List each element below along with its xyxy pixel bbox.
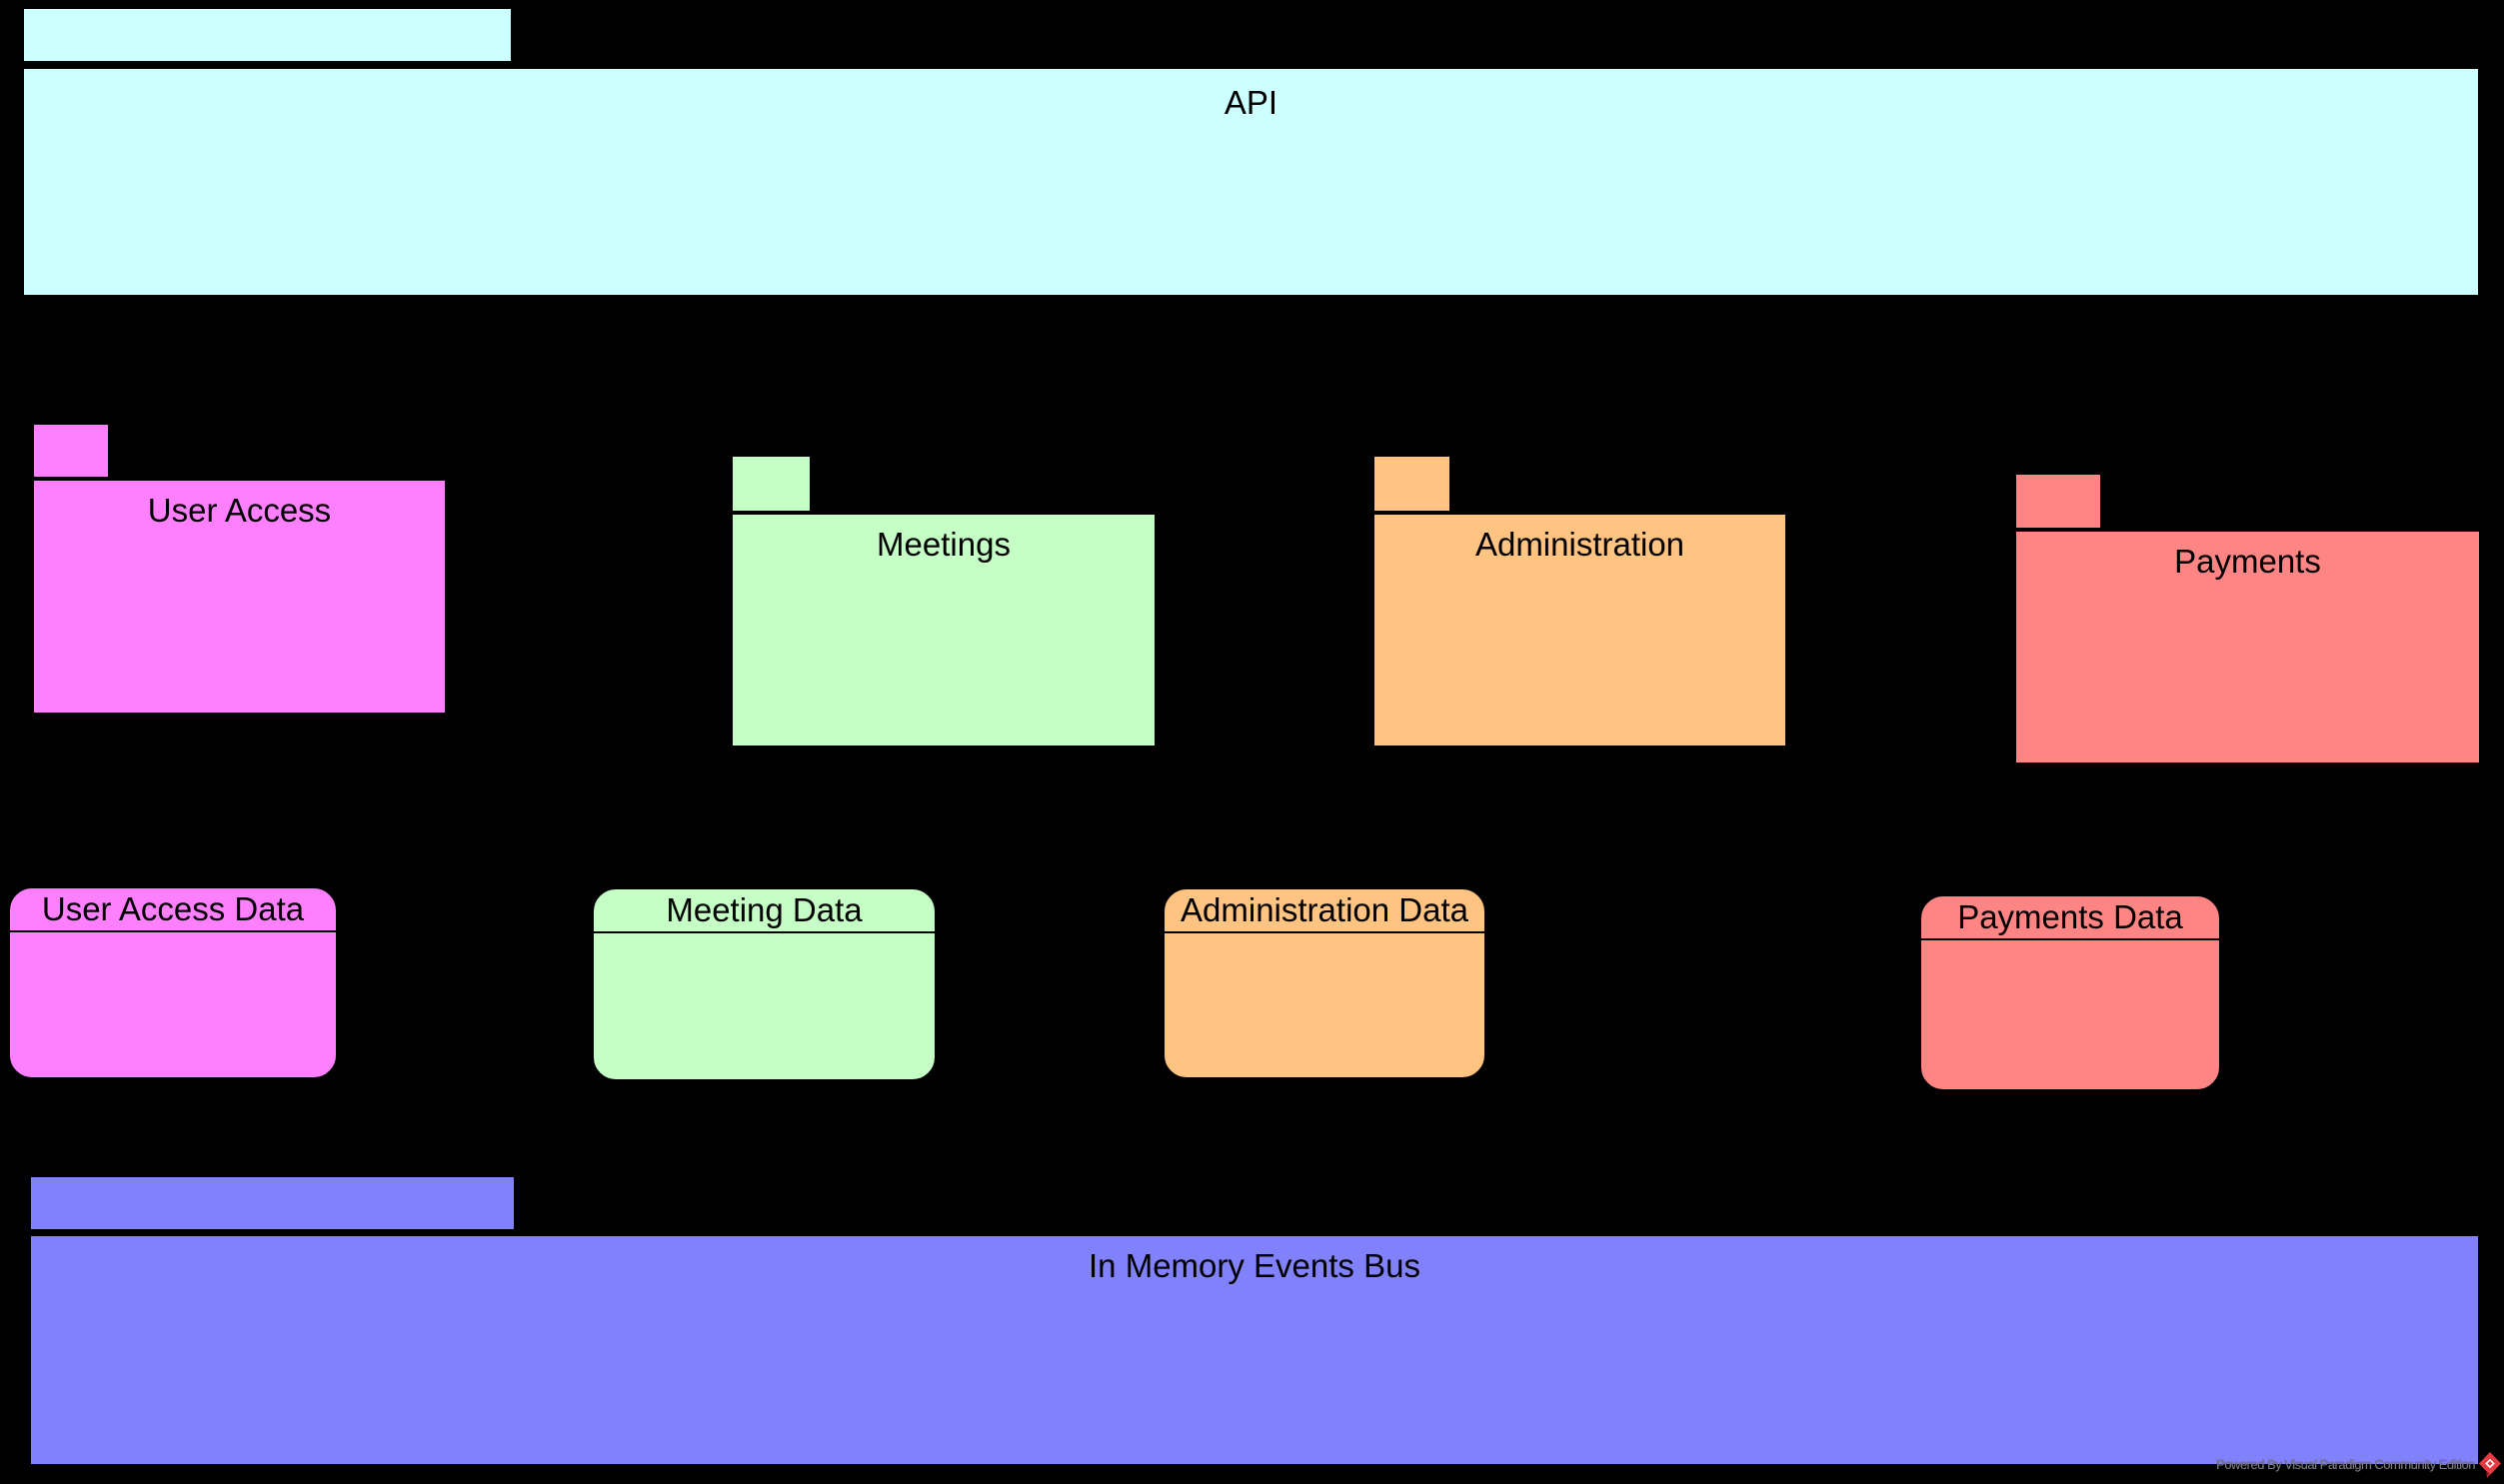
package-payments-label: Payments <box>2174 543 2321 580</box>
frame-payments-data: Payments Data <box>1919 894 2221 1091</box>
watermark-text: Powered By Visual Paradigm Community Edi… <box>2216 1457 2475 1472</box>
package-administration-tab <box>1372 455 1451 513</box>
frame-meeting-data: Meeting Data <box>592 887 937 1081</box>
frame-meeting-data-title: Meeting Data <box>594 889 935 933</box>
frame-user-access-data: User Access Data <box>8 886 338 1079</box>
package-events-bus-label: In Memory Events Bus <box>1089 1247 1420 1284</box>
package-meetings: Meetings <box>731 513 1157 747</box>
package-administration-label: Administration <box>1474 526 1685 563</box>
package-payments: Payments <box>2014 530 2481 764</box>
package-user-access: User Access <box>32 479 447 715</box>
frame-payments-data-title: Payments Data <box>1921 896 2219 940</box>
package-api-label: API <box>1224 84 1278 121</box>
frame-administration-data-title: Administration Data <box>1165 889 1484 933</box>
package-api-tab <box>22 7 513 63</box>
package-events-bus-tab <box>29 1175 516 1231</box>
package-meetings-label: Meetings <box>877 526 1011 563</box>
package-events-bus: In Memory Events Bus <box>29 1234 2480 1466</box>
package-administration: Administration <box>1372 513 1787 747</box>
package-meetings-tab <box>731 455 812 513</box>
package-user-access-label: User Access <box>147 492 332 529</box>
watermark: Powered By Visual Paradigm Community Edi… <box>2216 1451 2502 1478</box>
frame-user-access-data-title: User Access Data <box>10 888 336 932</box>
frame-administration-data: Administration Data <box>1163 887 1486 1079</box>
package-payments-tab <box>2014 473 2102 530</box>
package-api: API <box>22 67 2480 297</box>
visual-paradigm-logo-icon <box>2479 1452 2501 1478</box>
package-user-access-tab <box>32 423 110 479</box>
